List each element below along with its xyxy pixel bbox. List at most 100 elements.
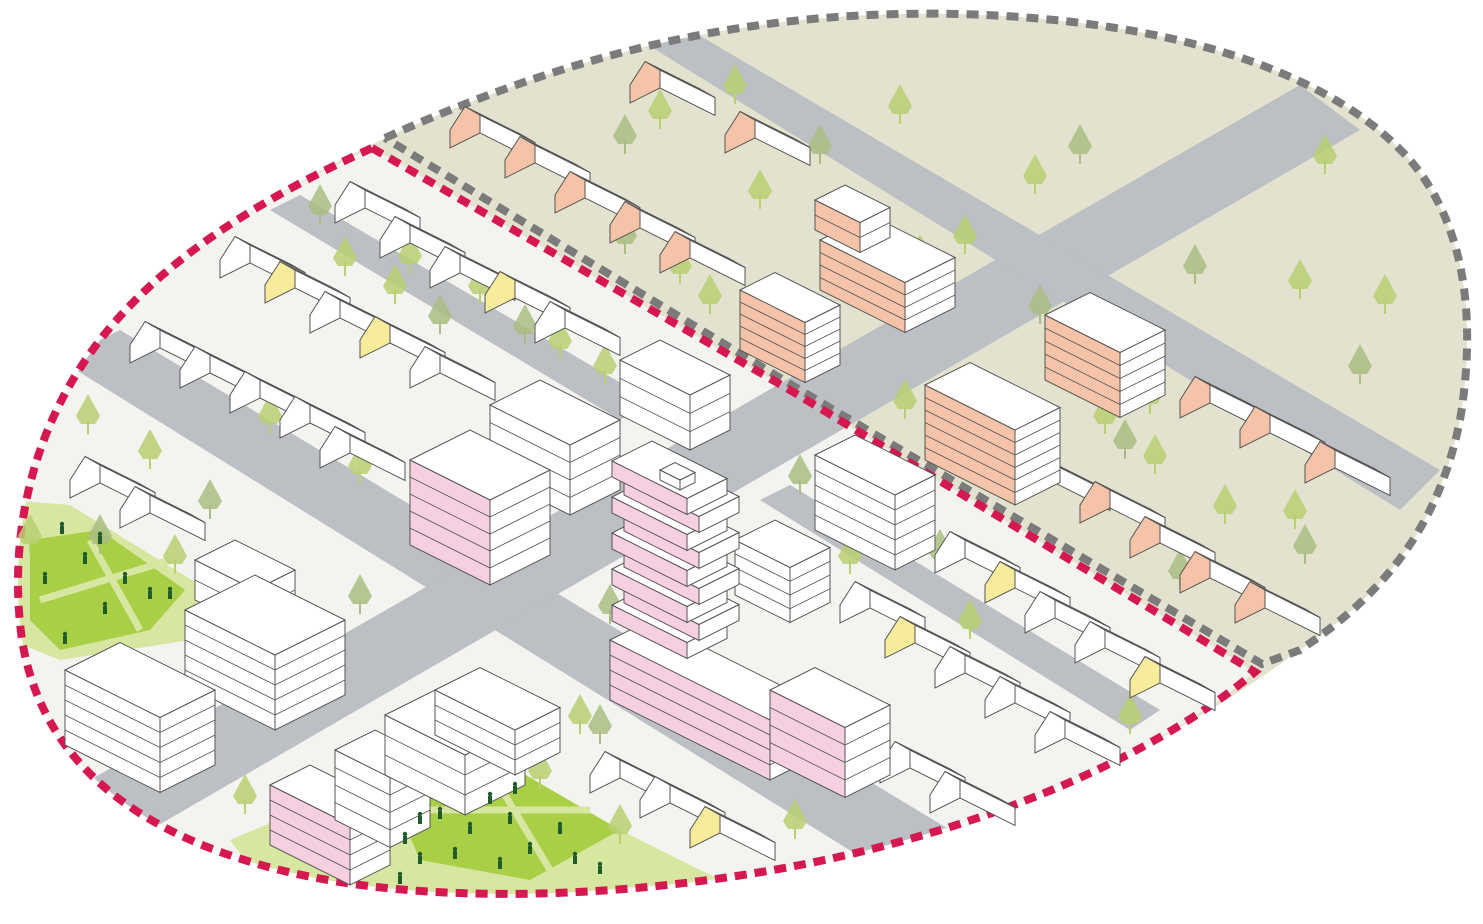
tree-65 (568, 694, 592, 734)
tree-12-crown (808, 124, 832, 154)
building-midblock-pink-roof (408, 429, 552, 501)
park-path (86, 538, 144, 632)
person-20 (512, 781, 518, 794)
tree-24-crown (1348, 344, 1372, 374)
tree-30-crown (1028, 284, 1052, 314)
building-south-c-roof (433, 666, 562, 731)
building-west-low-roof (193, 539, 297, 591)
tree-50 (348, 444, 372, 484)
building-south-c (433, 666, 562, 776)
tree-34 (953, 214, 977, 254)
building-pink-east-roof (768, 666, 892, 729)
red-dashed-boundary (14, 143, 1262, 898)
house-south-6-roof (899, 616, 971, 653)
tree-3-crown (428, 294, 452, 324)
tree-67 (608, 804, 632, 844)
street-upper-lane (640, 30, 1440, 510)
tree-18-crown (1068, 124, 1092, 154)
house-south-11-roof (944, 771, 1016, 808)
house-west-9-roof (424, 346, 496, 383)
tree-28-crown (1143, 434, 1167, 464)
tree-7-crown (548, 319, 572, 349)
tree-8 (593, 344, 617, 384)
building-west-large (183, 574, 347, 731)
tree-9 (613, 114, 637, 154)
house-north-4-roof (674, 231, 746, 268)
tree-44-crown (1118, 694, 1142, 724)
person-9 (402, 831, 408, 844)
building-north-salmon-c (813, 184, 892, 254)
street-inner-lane (270, 195, 650, 420)
tree-6-crown (513, 304, 537, 334)
person-19 (572, 851, 578, 864)
person-5 (167, 586, 173, 599)
tree-64 (528, 749, 552, 789)
gray-dashed-boundary (382, 9, 1472, 669)
tree-13-crown (748, 169, 772, 199)
tree-54 (348, 574, 372, 614)
tree-14-crown (698, 274, 722, 304)
tree-2-crown (383, 264, 407, 294)
house-west-6-roof (279, 261, 351, 298)
tree-11 (723, 64, 747, 104)
tree-28 (1143, 434, 1167, 474)
tree-47 (76, 394, 100, 434)
building-southwest (63, 641, 217, 794)
buildings (63, 60, 1391, 886)
house-west-14 (534, 300, 621, 357)
tree-22 (1288, 259, 1312, 299)
house-west-13-roof (499, 271, 571, 308)
building-north-salmon-c-roof (813, 184, 892, 224)
house-south-13-roof (654, 776, 726, 813)
stacked-tower (610, 440, 741, 660)
tree-24 (1348, 344, 1372, 384)
house-north-1-roof (519, 136, 591, 173)
tree-27-crown (1113, 419, 1137, 449)
person-11 (437, 806, 443, 819)
tree-10 (648, 89, 672, 129)
tree-1 (333, 236, 357, 276)
house-north-5 (629, 60, 716, 117)
house-west-15-roof (84, 456, 156, 493)
house-east-5-roof (1144, 516, 1216, 553)
tree-27 (1113, 419, 1137, 459)
tree-14 (698, 274, 722, 314)
person-4 (147, 586, 153, 599)
house-north-3-roof (624, 201, 696, 238)
tree-48-crown (198, 479, 222, 509)
house-west-11-roof (394, 216, 466, 253)
people (42, 521, 603, 884)
house-south-5-roof (854, 581, 926, 618)
tree-31-crown (1213, 484, 1237, 514)
building-crossing-east (813, 434, 937, 571)
building-midblock-b-roof (488, 379, 622, 446)
tree-5-crown (398, 234, 422, 264)
tree-54-crown (348, 574, 372, 604)
building-center-east (733, 519, 832, 624)
tree-41 (838, 534, 862, 574)
house-south-9 (1034, 710, 1121, 767)
tree-48 (198, 479, 222, 519)
house-east-7-roof (1249, 581, 1321, 618)
tree-65-crown (568, 694, 592, 724)
tree-32-crown (1283, 489, 1307, 519)
building-west-large-roof (183, 574, 347, 656)
person-3 (102, 601, 108, 614)
house-south-10-roof (894, 741, 966, 778)
house-north-6-roof (739, 111, 811, 148)
house-south-8-roof (999, 676, 1071, 713)
tree-50-crown (348, 444, 372, 474)
building-midblock-a-roof (618, 339, 732, 396)
house-south-1-roof (999, 561, 1071, 598)
tree-0 (308, 184, 332, 224)
tree-58 (163, 534, 187, 574)
house-north-5-roof (644, 61, 716, 98)
tree-30 (1028, 284, 1052, 324)
house-west-9 (409, 345, 496, 402)
tree-2 (383, 264, 407, 304)
tree-66 (588, 704, 612, 744)
house-west-4 (319, 425, 406, 482)
house-south-2-roof (1039, 591, 1111, 628)
person-17 (527, 841, 533, 854)
tree-6 (513, 304, 537, 344)
